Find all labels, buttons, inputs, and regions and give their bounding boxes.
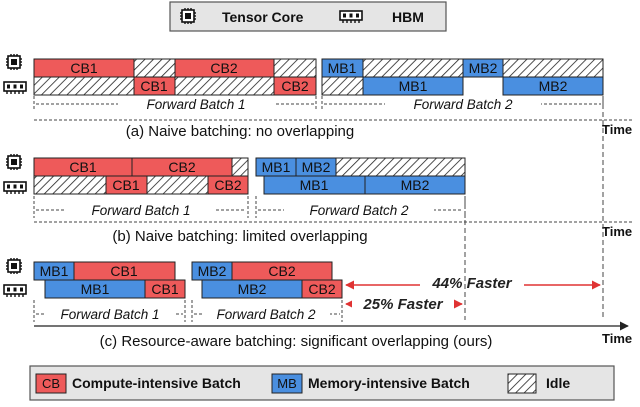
panel-b-tc-cb1-label: CB1 bbox=[69, 159, 96, 175]
panel-b-hbm-cb1-label: CB1 bbox=[112, 177, 139, 193]
panel-a-hbm-idle-3 bbox=[321, 76, 364, 96]
panel-c-hbm-mb1-label: MB1 bbox=[81, 281, 110, 297]
panel-a-hbm-mb2 bbox=[502, 76, 604, 96]
panel-a-hbm-mb2-label: MB2 bbox=[539, 78, 568, 94]
panel-b-hbm-cb2 bbox=[207, 175, 249, 195]
panel-c-batch2-label: Forward Batch 2 bbox=[216, 307, 316, 322]
panel-a-tc-idle-2 bbox=[273, 58, 317, 78]
panel-c-44-label: 44% Faster bbox=[431, 275, 512, 292]
hbm-label: HBM bbox=[392, 9, 424, 25]
panel-a-batch1-label: Forward Batch 1 bbox=[146, 97, 245, 112]
panel-c-hbm-cb1 bbox=[144, 279, 186, 299]
panel-b-hbm-idle-1 bbox=[33, 175, 107, 195]
mb-swatch bbox=[271, 373, 303, 394]
hbm-icon bbox=[3, 81, 27, 95]
panel-a-hbm-mb1 bbox=[362, 76, 464, 96]
cb-legend-label: Compute-intensive Batch bbox=[72, 375, 241, 391]
panel-b-batch2-label: Forward Batch 2 bbox=[309, 203, 409, 218]
panel-b-hbm-idle-2 bbox=[146, 175, 209, 195]
idle-swatch bbox=[507, 373, 537, 394]
panel-c-hbm-mb2-label: MB2 bbox=[238, 281, 267, 297]
panel-a-hbm-mb1-label: MB1 bbox=[399, 78, 428, 94]
label-mask bbox=[202, 306, 330, 322]
hbm-icon bbox=[3, 181, 27, 195]
panel-b-hbm-mb1-label: MB1 bbox=[300, 177, 329, 193]
panel-b-tc-idle-1 bbox=[231, 157, 249, 177]
panel-a-tc-mb2-label: MB2 bbox=[469, 60, 498, 76]
panel-b: CB1 CB2 MB1 MB2 CB1 CB2 MB1 MB2 Forward … bbox=[3, 153, 634, 245]
hbm-icon bbox=[3, 284, 27, 298]
panel-c-tc-cb2-label: CB2 bbox=[268, 263, 295, 279]
panel-b-batch1-label: Forward Batch 1 bbox=[91, 203, 190, 218]
label-mask bbox=[118, 96, 274, 112]
panel-a-hbm-idle-1 bbox=[33, 76, 135, 96]
top-legend: Tensor Core HBM bbox=[169, 1, 447, 32]
panel-a-batch2-label: Forward Batch 2 bbox=[413, 97, 513, 112]
tensor-core-icon bbox=[179, 7, 197, 25]
label-mask bbox=[385, 96, 541, 112]
panel-a-tc-cb1-label: CB1 bbox=[70, 60, 97, 76]
panel-a-tc-idle-3 bbox=[362, 58, 464, 78]
panel-c-caption: (c) Resource-aware batching: significant… bbox=[100, 333, 493, 350]
panel-a: CB1 CB2 MB1 MB2 CB1 CB2 MB1 MB2 Forward … bbox=[3, 53, 634, 140]
panel-c-hbm-cb1-label: CB1 bbox=[151, 281, 178, 297]
panel-a-time-label: Time bbox=[602, 122, 632, 137]
panel-a-hbm-idle-2 bbox=[174, 76, 275, 96]
tensor-core-label: Tensor Core bbox=[222, 9, 304, 25]
panel-c: MB1 CB1 MB2 CB2 MB1 CB1 MB2 CB2 44% Fast… bbox=[3, 257, 632, 350]
mb-legend-label: Memory-intensive Batch bbox=[308, 375, 470, 391]
tensor-core-icon bbox=[5, 53, 23, 71]
bottom-legend: CB Compute-intensive Batch MB Memory-int… bbox=[29, 365, 615, 401]
idle-legend-label: Idle bbox=[546, 375, 570, 391]
panel-c-tc-cb1-label: CB1 bbox=[110, 263, 137, 279]
panel-c-batch1-label: Forward Batch 1 bbox=[60, 307, 159, 322]
top-legend-box bbox=[169, 1, 447, 32]
tensor-core-icon bbox=[5, 153, 23, 171]
mb-swatch-tag: MB bbox=[277, 376, 297, 391]
panel-b-tc-mb2-label: MB2 bbox=[302, 159, 331, 175]
panel-a-hbm-cb2-label: CB2 bbox=[281, 78, 308, 94]
panel-b-tc-mb1-label: MB1 bbox=[262, 159, 291, 175]
panel-a-tc-idle-1 bbox=[133, 58, 176, 78]
panel-a-hbm-cb1-label: CB1 bbox=[140, 78, 167, 94]
panel-c-25-label: 25% Faster bbox=[362, 296, 443, 313]
panel-b-hbm-cb2-label: CB2 bbox=[214, 177, 241, 193]
panel-b-hbm-mb2 bbox=[364, 175, 466, 195]
panel-c-time-label: Time bbox=[602, 331, 632, 346]
label-mask bbox=[66, 202, 216, 218]
label-mask bbox=[46, 306, 174, 322]
cb-swatch bbox=[35, 373, 67, 394]
panel-a-caption: (a) Naive batching: no overlapping bbox=[126, 123, 354, 140]
cb-swatch-tag: CB bbox=[42, 376, 60, 391]
panel-c-hbm-cb2 bbox=[301, 279, 343, 299]
panel-a-tc-idle-4 bbox=[502, 58, 604, 78]
panel-a-tc-cb2-label: CB2 bbox=[210, 60, 237, 76]
hbm-icon bbox=[339, 10, 363, 24]
panel-b-caption: (b) Naive batching: limited overlapping bbox=[112, 228, 367, 245]
panel-c-hbm-cb2-label: CB2 bbox=[308, 281, 335, 297]
panel-c-tc-mb1-label: MB1 bbox=[40, 263, 69, 279]
tensor-core-icon bbox=[5, 257, 23, 275]
panel-b-hbm-mb2-label: MB2 bbox=[401, 177, 430, 193]
panel-b-tc-idle-2 bbox=[335, 157, 466, 177]
panel-a-tc-mb1-label: MB1 bbox=[328, 60, 357, 76]
label-mask bbox=[420, 273, 524, 293]
panel-a-hbm-cb2 bbox=[273, 76, 317, 96]
label-mask bbox=[352, 294, 454, 314]
panel-b-tc-cb2-label: CB2 bbox=[168, 159, 195, 175]
panel-b-time-label: Time bbox=[602, 224, 632, 239]
panel-c-tc-mb2-label: MB2 bbox=[198, 263, 227, 279]
label-mask bbox=[284, 202, 434, 218]
